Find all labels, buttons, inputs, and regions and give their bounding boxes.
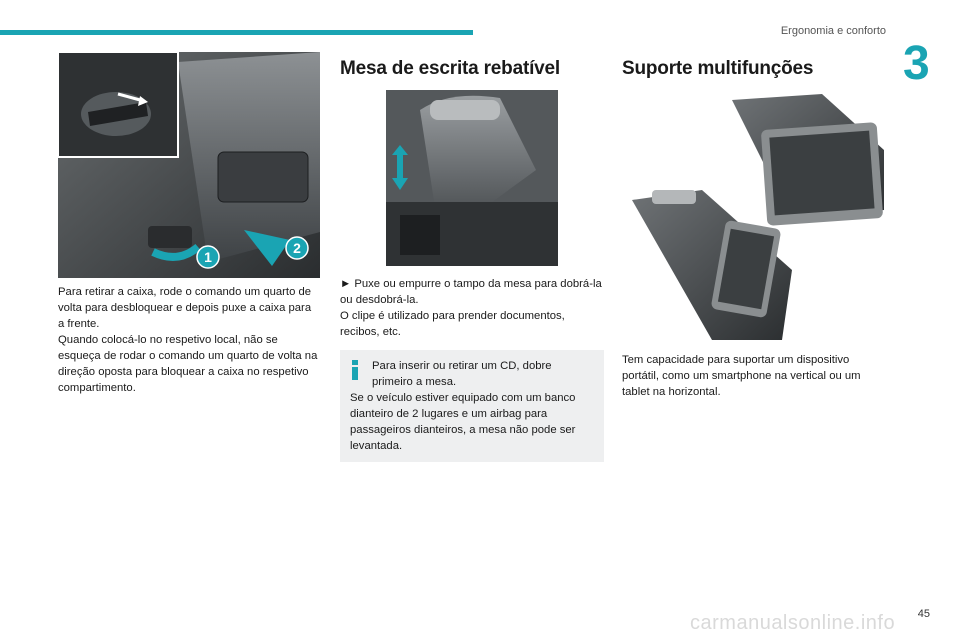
storage-box-illustration: 1 2 [58,52,320,278]
info-note: Para inserir ou retirar um CD, dobre pri… [340,350,604,462]
chapter-number: 3 [903,37,930,90]
note-airbag-text: Se o veículo estiver equipado com um ban… [350,392,576,452]
writing-table-illustration [386,90,558,266]
section-title: Ergonomia e conforto [780,25,886,37]
bullet-arrow-icon: ► [340,278,352,290]
info-icon [352,360,358,380]
writing-table-heading: Mesa de escrita rebatível [340,58,560,79]
multifunction-heading: Suporte multifunções [622,58,814,79]
note-cd-text: Para inserir ou retirar um CD, dobre pri… [372,360,552,388]
multifunction-illustration [632,94,884,340]
table-instruction: ► Puxe ou empurre o tampo da mesa para d… [340,276,604,308]
header-accent-bar [0,30,473,35]
callout-2: 2 [293,240,301,256]
column-multifunction-support: Suporte multifunções Tem capacidade para… [622,52,886,400]
watermark: carmanualsonline.info [690,612,896,634]
clip-text: O clipe é utilizado para prender documen… [340,310,565,338]
table-step-text: Puxe ou empurre o tampo da mesa para dob… [340,278,602,306]
multifunction-text: Tem capacidade para suportar um disposit… [622,354,861,398]
remove-box-text: Para retirar a caixa, rode o comando um … [58,286,312,330]
refit-box-text: Quando colocá-lo no respetivo local, não… [58,334,318,394]
column-writing-table: Mesa de escrita rebatível ► Puxe ou empu… [340,52,604,462]
page-number: 45 [917,608,930,620]
callout-1: 1 [204,249,212,265]
column-storage-box: 1 2 Para retirar a caixa, rode o comando… [58,52,320,396]
